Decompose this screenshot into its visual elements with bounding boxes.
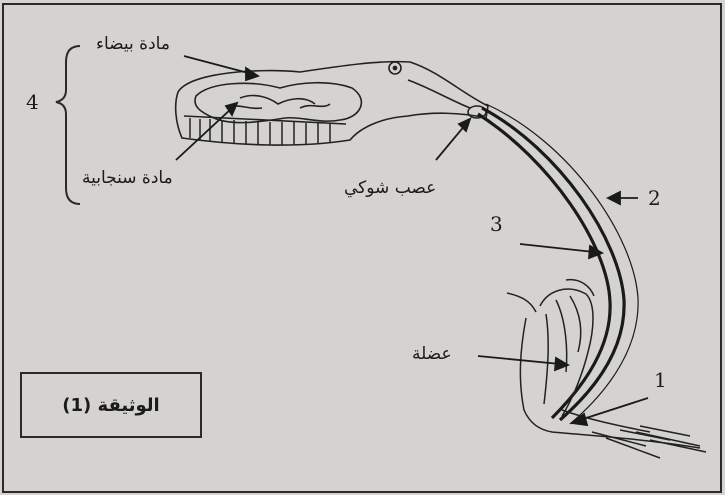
brace-4 (56, 46, 80, 204)
arrow-1 (580, 398, 648, 420)
arrow-3 (520, 244, 594, 252)
document-title: الوثيقة (1) (62, 395, 159, 416)
label-white-matter: مادة بيضاء (96, 34, 170, 54)
document-title-box: الوثيقة (1) (20, 372, 202, 438)
label-num-2: 2 (648, 186, 661, 210)
label-gray-matter: مادة سنجابية (82, 168, 173, 188)
arrow-spinal-nerve (436, 124, 466, 160)
spinal-cord-section (176, 62, 488, 145)
arrows (176, 56, 648, 425)
label-num-1: 1 (654, 368, 667, 392)
label-muscle: عضلة (412, 344, 452, 364)
arrow-white-matter (184, 56, 252, 74)
label-spinal-nerve: عصب شوكي (344, 178, 436, 198)
label-num-3: 3 (490, 212, 503, 236)
nerve-fibres (478, 104, 638, 424)
label-num-4: 4 (26, 90, 39, 114)
